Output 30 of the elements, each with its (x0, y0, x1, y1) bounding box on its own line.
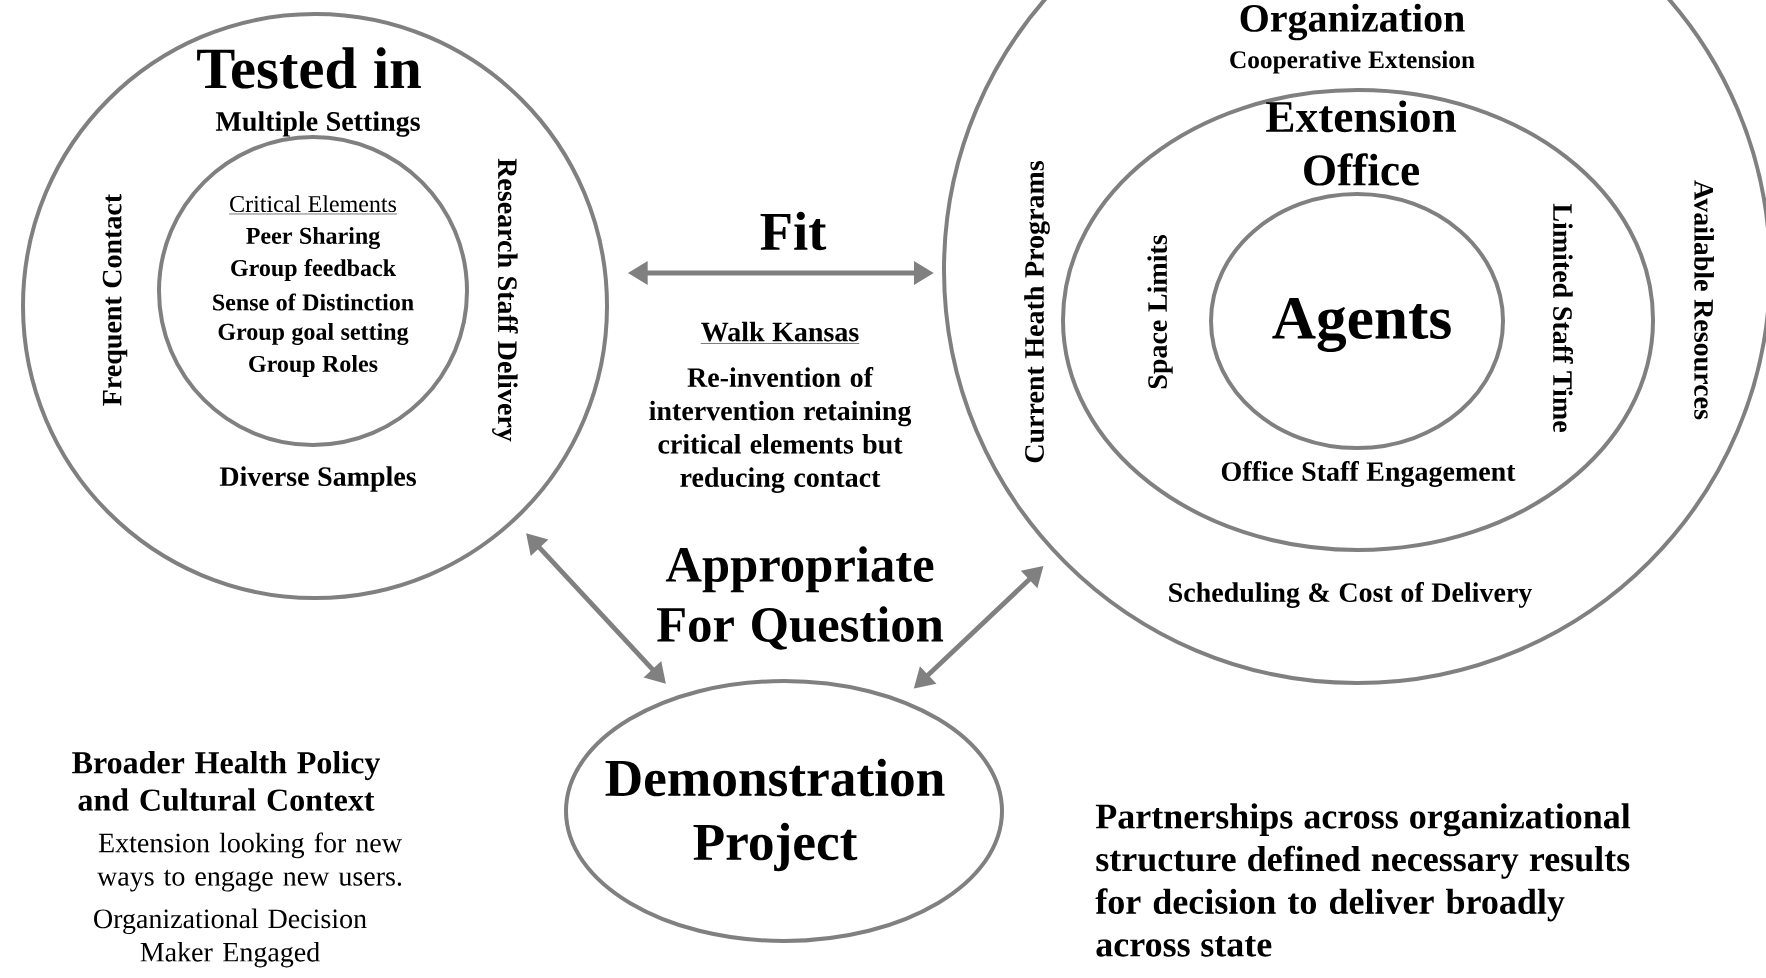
text-label: Partnerships across organizational structure defined necessary results for decision to deliver broadly across state (1095, 803, 1631, 957)
circle-label: Agents (1272, 298, 1451, 352)
text-label: Re-invention of intervention retaining critical elements but reducing contact (649, 367, 912, 493)
circle-label: Organization (1240, 3, 1465, 41)
circle-label: Cooperative Extension (1230, 50, 1475, 74)
edge-label: Fit (758, 210, 828, 252)
circle-label: Critical Elements (228, 195, 398, 215)
text-label: Broader Health Policy and Cultural Context (72, 751, 381, 811)
text-label: Extension looking for new ways to engage new users. (97, 832, 402, 892)
circle-label: Limited Staff Time (1553, 203, 1573, 432)
circle-label: Current Heath Programs (1024, 161, 1050, 463)
circle-label: Group feedback (231, 259, 396, 281)
circle-label: Available Resources (1694, 180, 1714, 420)
text-label: Walk Kansas (700, 321, 860, 344)
circle-label: Group goal setting (218, 323, 409, 345)
circle-label: Peer Sharing (246, 227, 380, 249)
circle-label: Sense of Distinction (213, 293, 414, 311)
circle-label: Demonstration Project (605, 758, 945, 872)
circle-label: Office Staff Engagement (1221, 461, 1516, 487)
circle-label: Multiple Settings (215, 111, 420, 137)
circle-label: Space Limits (1147, 235, 1173, 389)
text-label: Organizational Decision Maker Engaged (94, 908, 367, 968)
circle-label: Tested in (197, 47, 421, 89)
circle-label: Research Staff Delivery (492, 158, 518, 442)
circle-label: Frequent Contact (102, 194, 128, 406)
circle-label: Diverse Samples (219, 466, 416, 492)
circle-label: Scheduling & Cost of Delivery (1169, 582, 1533, 608)
text-label: Appropriate For Question (657, 546, 944, 650)
circle-label: Extension Office (1266, 100, 1457, 186)
circle-label: Group Roles (249, 355, 378, 377)
